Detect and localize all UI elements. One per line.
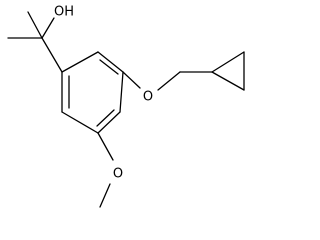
ring-bond-5	[61, 111, 99, 134]
methoxy-oxygen-to-methyl-bond	[99, 183, 111, 208]
ring-to-methoxy-oxygen-bond	[97, 132, 114, 161]
ring-to-ether-oxygen-bond	[122, 71, 141, 89]
ring-bond-1	[61, 51, 99, 73]
ether-oxygen-to-ch2-bond	[157, 71, 181, 91]
benzene-ring	[61, 51, 124, 134]
structure-diagram: OH O O	[7, 5, 245, 208]
cyclopropyl-bond-3	[211, 71, 245, 91]
ring-bond-3	[119, 71, 124, 113]
ether-oxygen-top-label: O	[143, 90, 153, 105]
ring-to-carbinol-bond	[41, 37, 63, 73]
cyclopropyl-bond-1	[211, 51, 245, 73]
ring-bond-4	[97, 111, 121, 134]
carbinol-group: OH	[7, 5, 74, 73]
ether-oxygen-bottom-label: O	[113, 167, 123, 182]
methyl-bond-down	[27, 11, 43, 39]
ring-bond-2	[97, 51, 124, 73]
molecule-drawing: OH O O	[7, 5, 245, 208]
methoxy-group: O	[97, 132, 123, 208]
cyclopropylmethoxy-group: O	[122, 51, 245, 105]
hydroxyl-label: OH	[54, 5, 74, 20]
ring-double-bond-1	[99, 59, 119, 75]
carbinol-to-oh-bond	[41, 17, 55, 39]
ring-double-bond-2	[96, 109, 115, 127]
